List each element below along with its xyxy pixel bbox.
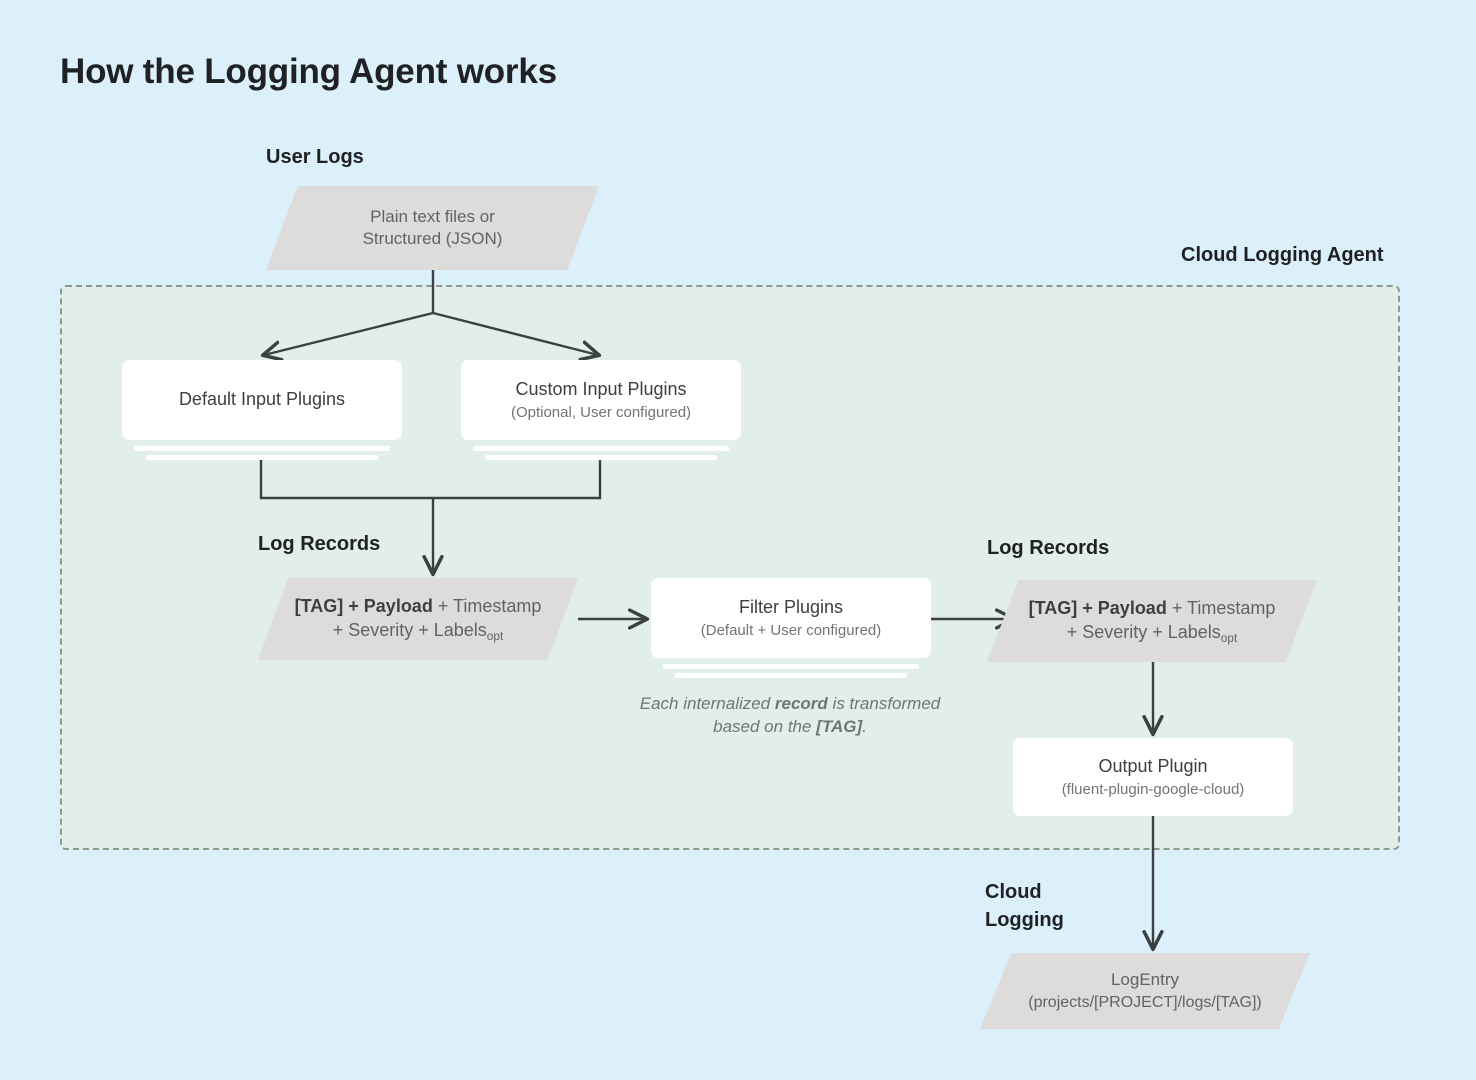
- node-log-record-left-bold: [TAG] + Payload: [294, 596, 433, 617]
- node-filter-title: Filter Plugins: [738, 596, 844, 617]
- node-output-subtitle: (fluent-plugin-google-cloud): [1061, 780, 1245, 798]
- card-stack-bar-filter-2: [675, 673, 907, 678]
- caption-mid: is transformed based on the: [713, 694, 941, 737]
- card-stack-bar-custom-2: [485, 455, 717, 460]
- node-log-record-right-line2-text: + Severity + Labels: [1066, 622, 1221, 642]
- node-filter-subtitle: (Default + User configured): [700, 621, 882, 639]
- node-log-record-right-sub: opt: [1220, 631, 1238, 646]
- label-cloud-logging-agent: Cloud Logging Agent: [1181, 244, 1384, 266]
- node-log-record-right-rest: + Timestamp: [1166, 598, 1276, 619]
- node-source-line2: Structured (JSON): [362, 229, 503, 248]
- label-log-records-right: Log Records: [987, 537, 1110, 559]
- node-filter-plugins[interactable]: Filter Plugins (Default + User configure…: [651, 578, 931, 658]
- node-log-record-left-line2: + Severity + Labelsopt: [295, 619, 542, 643]
- node-log-record-right: [TAG] + Payload + Timestamp + Severity +…: [987, 580, 1317, 662]
- node-log-record-left-rest: + Timestamp: [432, 596, 542, 617]
- caption-bold-record: record: [774, 694, 828, 713]
- node-log-record-left-line1: [TAG] + Payload + Timestamp: [295, 595, 542, 619]
- node-custom-input-subtitle: (Optional, User configured): [510, 403, 692, 421]
- node-log-record-left: [TAG] + Payload + Timestamp + Severity +…: [258, 578, 578, 660]
- node-log-record-right-line1: [TAG] + Payload + Timestamp: [1029, 597, 1276, 621]
- node-custom-input-plugins[interactable]: Custom Input Plugins (Optional, User con…: [461, 360, 741, 440]
- node-source-logs: Plain text files or Structured (JSON): [266, 186, 599, 270]
- node-output-title: Output Plugin: [1098, 755, 1208, 776]
- node-log-record-left-line2-text: + Severity + Labels: [332, 620, 487, 640]
- card-stack-bar-filter-1: [663, 664, 919, 669]
- caption-transform-note: Each internalized record is transformed …: [624, 692, 956, 739]
- node-log-entry-title: LogEntry: [1110, 970, 1180, 990]
- node-log-record-left-sub: opt: [486, 629, 504, 644]
- node-log-entry-subtitle: (projects/[PROJECT]/logs/[TAG]): [1028, 993, 1262, 1011]
- node-output-plugin[interactable]: Output Plugin (fluent-plugin-google-clou…: [1013, 738, 1293, 816]
- label-user-logs: User Logs: [266, 146, 364, 168]
- caption-bold-tag: [TAG]: [816, 717, 863, 737]
- caption-pre: Each internalized: [639, 694, 775, 713]
- node-default-input-plugins[interactable]: Default Input Plugins: [122, 360, 402, 440]
- node-log-record-right-bold: [TAG] + Payload: [1028, 598, 1167, 619]
- node-custom-input-title: Custom Input Plugins: [515, 378, 687, 399]
- node-source-line1: Plain text files or: [370, 206, 495, 226]
- caption-post: .: [862, 717, 867, 737]
- node-default-input-title: Default Input Plugins: [178, 389, 346, 410]
- card-stack-bar-default-1: [134, 446, 390, 451]
- page-title: How the Logging Agent works: [60, 52, 557, 91]
- label-log-records-left: Log Records: [258, 533, 381, 555]
- card-stack-bar-custom-1: [473, 446, 729, 451]
- label-cloud-logging: Cloud Logging: [985, 881, 1064, 931]
- node-log-record-right-line2: + Severity + Labelsopt: [1029, 621, 1276, 645]
- card-stack-bar-default-2: [146, 455, 378, 460]
- node-log-entry: LogEntry (projects/[PROJECT]/logs/[TAG]): [980, 953, 1310, 1029]
